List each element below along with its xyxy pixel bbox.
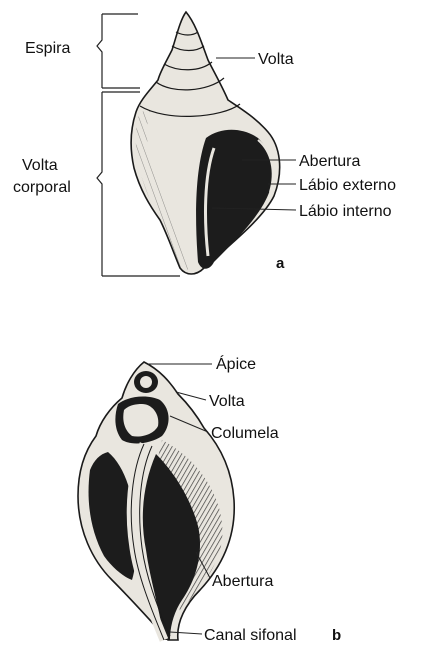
panel-label-a: a: [276, 255, 285, 272]
espira-brace: [97, 14, 140, 88]
label-abertura-a: Abertura: [299, 153, 360, 170]
label-apice: Ápice: [216, 354, 256, 373]
label-abertura-b: Abertura: [212, 573, 273, 590]
label-columela: Columela: [211, 425, 279, 442]
label-canal-sifonal: Canal sifonal: [204, 627, 297, 644]
label-labio-externo: Lábio externo: [299, 177, 396, 194]
label-labio-interno: Lábio interno: [299, 203, 392, 220]
label-volta-corporal-1: Volta: [22, 157, 58, 174]
label-volta-a: Volta: [258, 51, 294, 68]
label-volta-corporal-2: corporal: [13, 179, 71, 196]
label-volta-b: Volta: [209, 393, 245, 410]
panel-label-b: b: [332, 627, 341, 644]
label-espira: Espira: [25, 40, 70, 57]
